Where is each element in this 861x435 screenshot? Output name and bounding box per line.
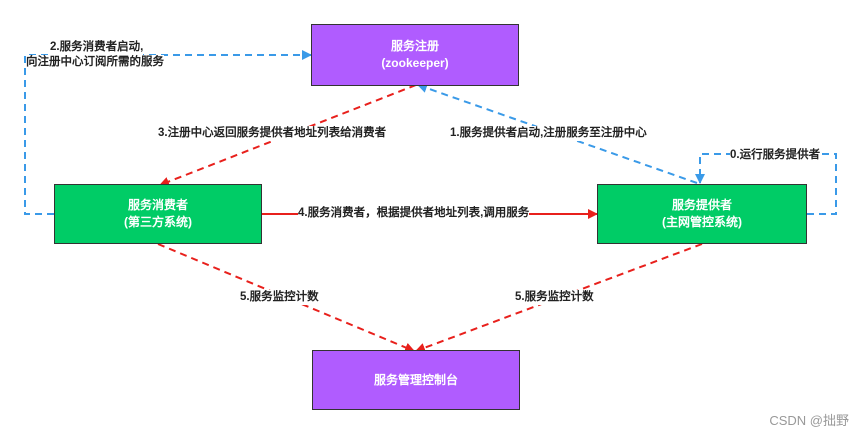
consumer-node: 服务消费者 (第三方系统)	[54, 184, 262, 244]
label-step0: 0.运行服务提供者	[730, 148, 821, 163]
label-step5-right: 5.服务监控计数	[515, 290, 594, 305]
edge-run-provider	[695, 153, 837, 215]
monitor-node: 服务管理控制台	[312, 350, 520, 410]
monitor-title: 服务管理控制台	[373, 372, 458, 387]
consumer-title: 服务消费者	[127, 198, 188, 212]
provider-title: 服务提供者	[671, 198, 732, 212]
provider-subtitle: (主网管控系统)	[662, 215, 742, 229]
registry-subtitle: (zookeeper)	[381, 56, 449, 70]
provider-node: 服务提供者 (主网管控系统)	[597, 184, 807, 244]
label-step4: 4.服务消费者，根据提供者地址列表,调用服务	[298, 206, 530, 221]
label-step1: 1.服务提供者启动,注册服务至注册中心	[450, 126, 647, 141]
consumer-subtitle: (第三方系统)	[124, 215, 192, 229]
label-step2-line2: 向注册中心订阅所需的服务	[26, 55, 164, 70]
registry-node: 服务注册 (zookeeper)	[311, 24, 519, 86]
edge-consumer-subscribe	[24, 50, 312, 215]
registry-title: 服务注册	[390, 39, 439, 53]
watermark: CSDN @拙野	[769, 413, 849, 428]
edge-provider-monitor	[415, 243, 703, 353]
label-step5-left: 5.服务监控计数	[240, 290, 319, 305]
label-step2-line1: 2.服务消费者启动,	[50, 40, 144, 55]
label-step3: 3.注册中心返回服务提供者地址列表给消费者	[158, 126, 387, 141]
